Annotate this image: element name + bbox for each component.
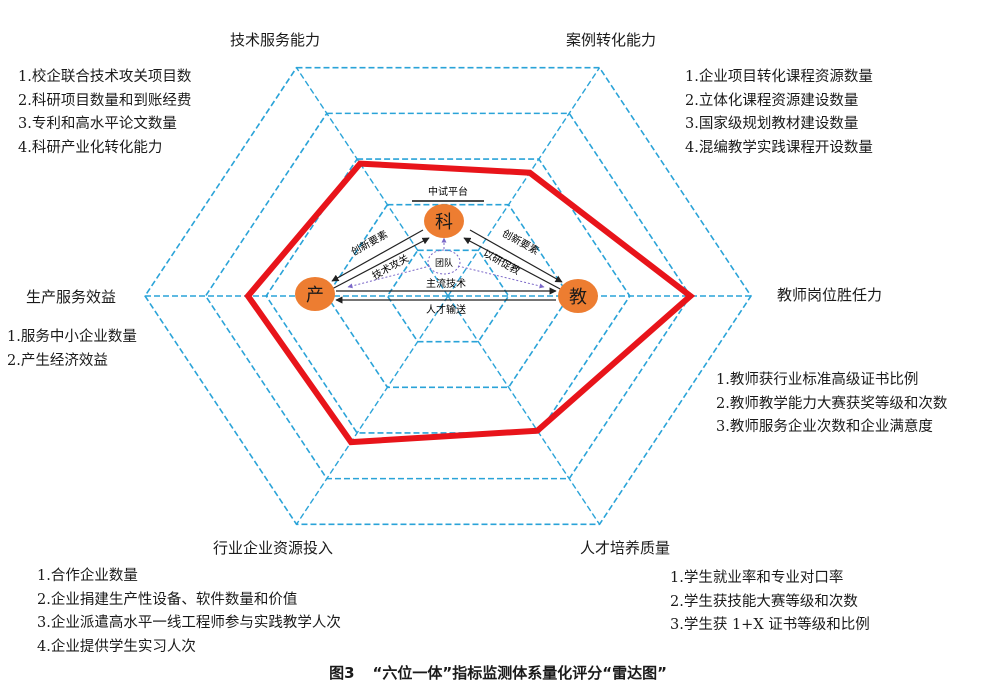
figure-caption: 图3 “六位一体”指标监测体系量化评分“雷达图” bbox=[0, 662, 996, 683]
team-circle bbox=[427, 249, 461, 275]
axis-label-production-benefit: 生产服务效益 bbox=[26, 288, 117, 306]
indicator-item: 2.立体化课程资源建设数量 bbox=[685, 92, 859, 109]
indicator-list-industry-resources: 1.合作企业数量 2.企业捐建生产性设备、软件数量和价值 3.企业派遣高水平一线… bbox=[37, 565, 341, 659]
arrow-chan-to-ke bbox=[329, 237, 430, 291]
grid-spoke bbox=[295, 295, 449, 525]
indicator-item: 3.专利和高水平论文数量 bbox=[18, 116, 177, 132]
indicator-list-tech-service: 1.校企联合技术攻关项目数 2.科研项目数量和到账经费 3.专利和高水平论文数量… bbox=[18, 66, 191, 160]
indicator-item: 3.教师服务企业次数和企业满意度 bbox=[716, 419, 933, 435]
axis-label-talent-quality: 人才培养质量 bbox=[580, 539, 671, 557]
indicator-item: 2.企业捐建生产性设备、软件数量和价值 bbox=[37, 591, 298, 608]
indicator-item: 1.服务中小企业数量 bbox=[7, 329, 137, 345]
figure-number: 图3 bbox=[329, 664, 355, 682]
innovation-right-label: 创新要素 bbox=[500, 227, 541, 258]
indicator-item: 1.学生就业率和专业对口率 bbox=[670, 570, 844, 586]
indicator-item: 1.合作企业数量 bbox=[37, 568, 138, 584]
indicator-item: 3.国家级规划教材建设数量 bbox=[685, 116, 859, 132]
arrow-jiao-to-ke bbox=[463, 237, 565, 292]
team-to-jiao bbox=[457, 265, 545, 289]
talent-label: 人才输送 bbox=[426, 303, 466, 316]
indicator-item: 2.教师教学能力大赛获奖等级和次数 bbox=[716, 395, 948, 412]
indicator-item: 2.学生获技能大赛等级和次数 bbox=[670, 593, 858, 610]
node-jiao bbox=[558, 279, 598, 313]
axis-label-teacher-competency: 教师岗位胜任力 bbox=[777, 286, 883, 304]
indicator-item: 4.科研产业化转化能力 bbox=[18, 139, 163, 156]
score-polygon bbox=[244, 160, 696, 446]
axis-label-tech-service: 技术服务能力 bbox=[230, 31, 321, 49]
team-label: 团队 bbox=[435, 257, 453, 269]
platform-label: 中试平台 bbox=[428, 185, 468, 198]
axis-label-case-transform: 案例转化能力 bbox=[566, 31, 657, 49]
indicator-item: 1.校企联合技术攻关项目数 bbox=[18, 69, 192, 85]
indicator-item: 4.混编教学实践课程开设数量 bbox=[685, 139, 873, 156]
indicator-list-case-transform: 1.企业项目转化课程资源数量 2.立体化课程资源建设数量 3.国家级规划教材建设… bbox=[685, 66, 873, 160]
indicator-list-talent-quality: 1.学生就业率和专业对口率 2.学生获技能大赛等级和次数 3.学生获 1+X 证… bbox=[670, 567, 870, 638]
axis-label-industry-resources: 行业企业资源投入 bbox=[213, 539, 334, 557]
indicator-item: 1.企业项目转化课程资源数量 bbox=[685, 69, 873, 85]
arrow-ke-to-jiao bbox=[469, 229, 563, 283]
mainstream-label: 主流技术 bbox=[426, 277, 466, 290]
indicator-item: 1.教师获行业标准高级证书比例 bbox=[716, 372, 919, 388]
node-chan-label: 产 bbox=[306, 285, 324, 306]
node-jiao-label: 教 bbox=[569, 287, 587, 308]
arrow-ke-to-chan bbox=[331, 229, 424, 282]
indicator-list-teacher-competency: 1.教师获行业标准高级证书比例 2.教师教学能力大赛获奖等级和次数 3.教师服务… bbox=[716, 369, 947, 440]
innovation-left-label: 创新要素 bbox=[349, 228, 390, 259]
grid-spoke bbox=[447, 67, 601, 297]
grid-spoke bbox=[295, 67, 449, 297]
indicator-list-production-benefit: 1.服务中小企业数量 2.产生经济效益 bbox=[7, 326, 137, 373]
grid-spoke bbox=[447, 295, 601, 525]
node-ke-label: 科 bbox=[435, 212, 453, 233]
indicator-item: 3.学生获 1+X 证书等级和比例 bbox=[670, 617, 870, 633]
indicator-item: 3.企业派遣高水平一线工程师参与实践教学人次 bbox=[37, 615, 341, 631]
research-teaching-label: 以研促教 bbox=[481, 247, 522, 278]
indicator-item: 4.企业提供学生实习人次 bbox=[37, 638, 196, 655]
indicator-item: 2.科研项目数量和到账经费 bbox=[18, 92, 192, 109]
hexagon-grid bbox=[144, 66, 752, 526]
figure-title: “六位一体”指标监测体系量化评分“雷达图” bbox=[372, 664, 667, 682]
node-ke bbox=[424, 204, 464, 238]
indicator-item: 2.产生经济效益 bbox=[7, 352, 108, 369]
node-chan bbox=[295, 277, 335, 311]
